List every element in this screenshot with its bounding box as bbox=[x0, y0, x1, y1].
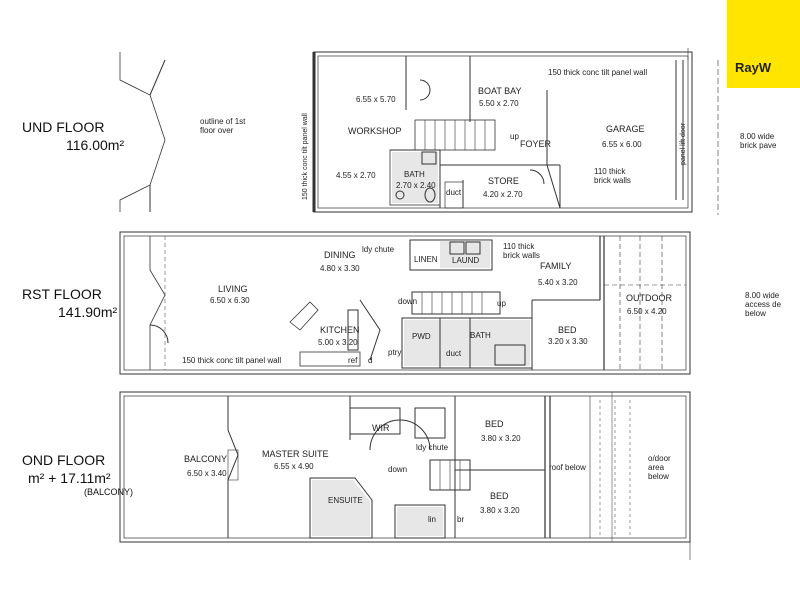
first-floor-plan bbox=[119, 231, 691, 375]
store-size: 4.20 x 2.70 bbox=[483, 190, 523, 199]
garage-label: GARAGE bbox=[606, 124, 645, 134]
brand-logo-text: RayW bbox=[735, 60, 772, 75]
ground-floor-title: UND FLOOR 116.00m² bbox=[22, 119, 124, 154]
workshop-size: 4.55 x 2.70 bbox=[336, 171, 376, 180]
master-suite-size: 6.55 x 4.90 bbox=[274, 462, 314, 471]
master-suite-label: MASTER SUITE bbox=[262, 449, 329, 459]
foyer-label: FOYER bbox=[520, 139, 552, 149]
family-size: 5.40 x 3.20 bbox=[538, 278, 578, 287]
wir-label: WIR bbox=[372, 423, 390, 433]
second-floor-area-note: (BALCONY) bbox=[84, 487, 134, 497]
family-label: FAMILY bbox=[540, 261, 572, 271]
workshop-label: WORKSHOP bbox=[348, 126, 402, 136]
outdoor-area-below-label: o/door area below bbox=[648, 454, 671, 481]
bed-1-size: 3.80 x 3.20 bbox=[481, 434, 521, 443]
dining-size: 4.80 x 3.30 bbox=[320, 264, 360, 273]
bed-2-label: BED bbox=[490, 491, 509, 501]
bed-2-size: 3.80 x 3.20 bbox=[480, 506, 520, 515]
brand-logo: RayW bbox=[727, 0, 800, 88]
balcony-label: BALCONY bbox=[184, 454, 228, 464]
first-bed-size: 3.20 x 3.30 bbox=[548, 337, 588, 346]
ground-bath-label: BATH bbox=[404, 170, 425, 179]
ensuite-label: ENSUITE bbox=[328, 496, 363, 505]
roof-below-label: roof below bbox=[549, 463, 586, 472]
ground-floor-area: 116.00m² bbox=[66, 136, 125, 153]
first-wall-note: 150 thick conc tilt panel wall bbox=[182, 356, 282, 365]
boat-bay-size: 5.50 x 2.70 bbox=[479, 99, 519, 108]
outdoor-label: OUTDOOR bbox=[626, 293, 672, 303]
first-up-label: up bbox=[497, 299, 506, 308]
ground-wall-note-left: 150 thick conc tilt panel wall bbox=[302, 113, 309, 200]
first-down-label: down bbox=[398, 297, 418, 306]
laundry-chute-label: ldy chute bbox=[362, 245, 395, 254]
boat-bay-label: BOAT BAY bbox=[478, 86, 522, 96]
laundry-label: LAUND bbox=[452, 256, 480, 265]
second-floor-plan bbox=[119, 391, 691, 560]
second-floor-outer-wall bbox=[119, 391, 691, 543]
bed-1-label: BED bbox=[485, 419, 504, 429]
first-bed-label: BED bbox=[558, 325, 577, 335]
living-size: 6.50 x 6.30 bbox=[210, 296, 250, 305]
linen-cupboard-label: lin bbox=[428, 515, 437, 524]
first-floor-area: 141.90m² bbox=[58, 303, 118, 320]
second-laundry-chute-label: ldy chute bbox=[416, 443, 449, 452]
kitchen-label: KITCHEN bbox=[320, 325, 360, 335]
first-side-note: 8.00 wide access de below bbox=[745, 291, 782, 318]
bathroom-abbr-label: br bbox=[457, 515, 465, 524]
ground-floor-name: UND FLOOR bbox=[22, 119, 105, 135]
boat-bay-area-size: 6.55 x 5.70 bbox=[356, 95, 396, 104]
kitchen-size: 5.00 x 3.20 bbox=[318, 338, 358, 347]
dining-label: DINING bbox=[324, 250, 356, 260]
powder-room-label: PWD bbox=[412, 332, 431, 341]
second-floor-name: OND FLOOR bbox=[22, 452, 106, 468]
ground-floor-plan bbox=[119, 48, 719, 215]
first-floor-title: RST FLOOR 141.90m² bbox=[22, 286, 117, 321]
ground-side-note: 8.00 wide brick pave bbox=[740, 132, 777, 150]
first-floor-outer-wall bbox=[119, 231, 691, 375]
second-floor-area: m² + 17.11m² bbox=[28, 469, 111, 486]
fridge-label: ref bbox=[348, 356, 358, 365]
outline-note: outline of 1st floor over bbox=[200, 117, 246, 135]
ground-brick-note: 110 thick brick walls bbox=[594, 167, 631, 185]
store-label: STORE bbox=[488, 176, 519, 186]
balcony-size: 6.50 x 3.40 bbox=[187, 469, 227, 478]
first-floor-name: RST FLOOR bbox=[22, 286, 102, 302]
ground-wall-note: 150 thick conc tilt panel wall bbox=[548, 68, 648, 77]
second-floor-title: OND FLOOR m² + 17.11m² (BALCONY) bbox=[22, 452, 133, 498]
ground-up-label: up bbox=[510, 132, 519, 141]
pantry-label: ptry bbox=[388, 348, 402, 357]
ground-duct-label: duct bbox=[446, 188, 462, 197]
first-bath-label: BATH bbox=[470, 331, 491, 340]
second-down-label: down bbox=[388, 465, 408, 474]
garage-size: 6.55 x 6.00 bbox=[602, 140, 642, 149]
panel-lift-door-note: panel lift door bbox=[680, 122, 687, 165]
linen-label: LINEN bbox=[414, 255, 438, 264]
outdoor-size: 6.50 x 4.20 bbox=[627, 307, 667, 316]
ground-bath-size: 2.70 x 2.40 bbox=[396, 181, 436, 190]
dishwasher-label: d bbox=[368, 356, 373, 365]
living-label: LIVING bbox=[218, 284, 248, 294]
first-brick-note: 110 thick brick walls bbox=[503, 242, 540, 260]
first-duct-label: duct bbox=[446, 349, 462, 358]
